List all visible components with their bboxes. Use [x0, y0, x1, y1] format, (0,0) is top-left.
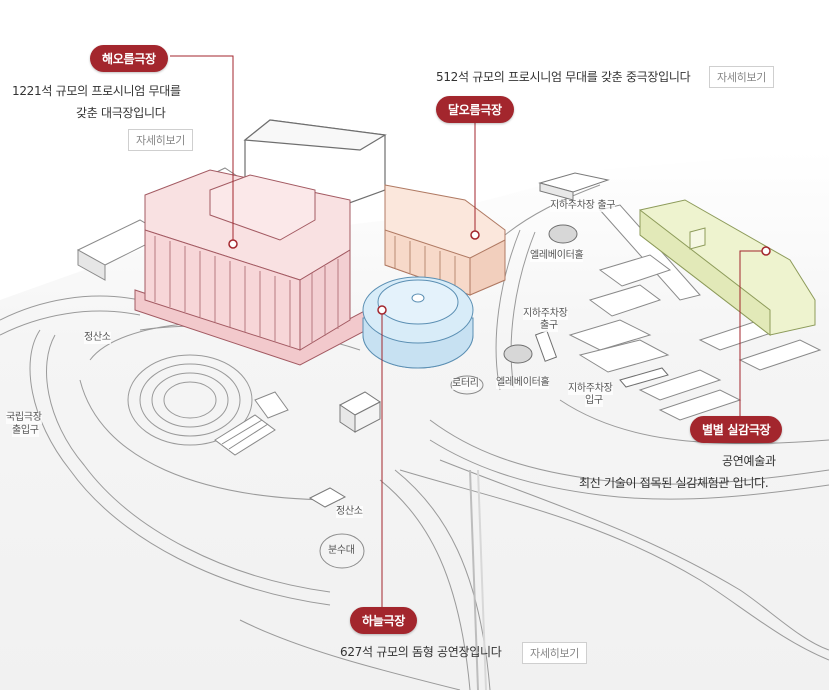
label-fountain: 분수대: [328, 545, 355, 556]
haeoreum-desc-line1: 1221석 규모의 프로시니엄 무대를: [12, 84, 181, 98]
haeoreum-desc-line2: 갖춘 대극장입니다: [76, 106, 166, 120]
daloreum-more-button[interactable]: 자세히보기: [709, 66, 775, 88]
roads: [0, 184, 829, 690]
haneul-badge[interactable]: 하늘극장: [350, 607, 417, 634]
daloreum-desc: 512석 규모의 프로시니엄 무대를 갖춘 중극장입니다: [436, 70, 691, 84]
parking-exit-building: [538, 172, 610, 201]
crosswalk: [469, 469, 487, 690]
haneul-desc: 627석 규모의 돔형 공연장입니다: [340, 645, 502, 659]
label-rotary: 로터리: [452, 378, 479, 390]
daloreum-badge[interactable]: 달오름극장: [436, 96, 514, 123]
booth-2: [308, 487, 347, 508]
haeoreum-columns: [154, 236, 339, 346]
kiosk: [339, 391, 381, 433]
label-elevator-hall-2: 엘레베이터홀: [496, 377, 550, 389]
byeolbyeol-building: [639, 199, 816, 337]
haneul-more-button[interactable]: 자세히보기: [522, 642, 588, 664]
leader-dots: [228, 230, 771, 315]
byeolbyeol-desc-line1: 공연예술과: [722, 454, 776, 468]
stairs: [214, 391, 289, 456]
label-parking-exit-2-l2: 출구: [540, 320, 558, 332]
label-parking-entrance-l1: 지하주차장: [568, 383, 613, 395]
haeoreum-badge[interactable]: 해오름극장: [90, 45, 168, 72]
leader-lines: [170, 55, 766, 618]
fountain-shape: [319, 533, 365, 569]
haeoreum-more-button[interactable]: 자세히보기: [128, 129, 194, 151]
label-ticket-booth-1: 정산소: [84, 332, 111, 344]
byeolbyeol-desc-line2: 최신 기술이 접목된 실감체험관 입니다.: [579, 476, 769, 490]
label-parking-exit-2-l1: 지하주차장: [523, 308, 568, 320]
daloreum-columns: [394, 236, 456, 288]
elevator-hall-shapes: [503, 224, 578, 364]
label-theater-gate-l1: 국립극장: [6, 412, 42, 424]
label-parking-entrance-l2: 입구: [585, 395, 603, 407]
label-parking-exit: 지하주차장 출구: [550, 200, 616, 212]
haneul-building: [362, 276, 474, 369]
label-theater-gate-l2: 출입구: [12, 425, 39, 437]
ramp-2: [534, 330, 558, 362]
plaza-circle: [79, 322, 341, 501]
label-elevator-hall-1: 엘레베이터홀: [530, 250, 584, 262]
label-ticket-booth-2: 정산소: [336, 506, 363, 518]
ramp-entrance: [619, 367, 669, 388]
rotary-shape: [450, 375, 484, 395]
byeolbyeol-badge[interactable]: 별별 실감극장: [690, 416, 783, 443]
